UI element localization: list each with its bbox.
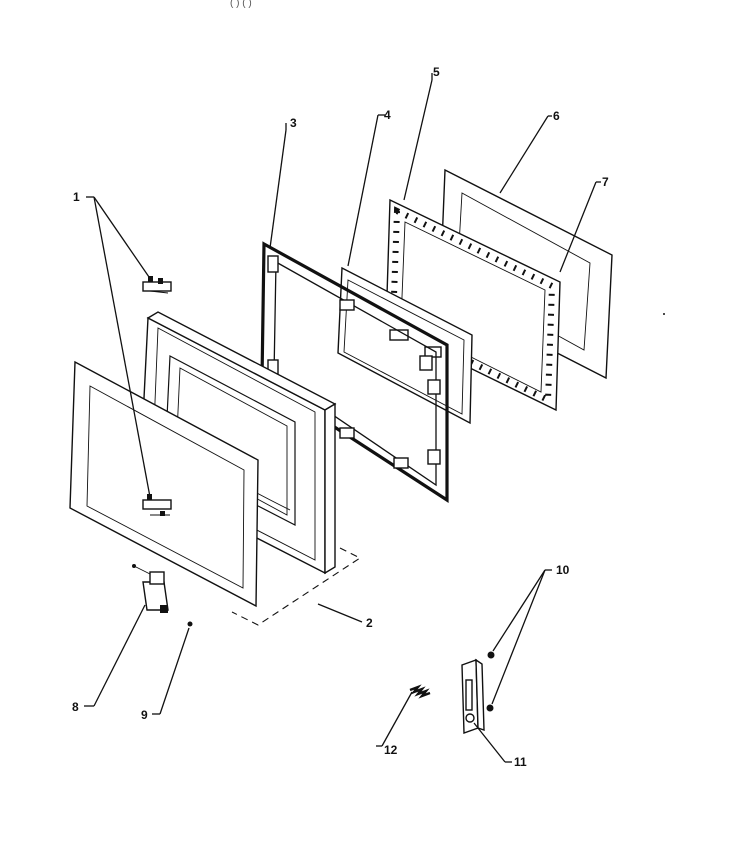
callout-9: 9 xyxy=(141,708,148,722)
main-door-panel xyxy=(139,311,337,575)
stray-mark xyxy=(663,313,665,315)
callout-12: 12 xyxy=(384,743,398,757)
callout-11: 11 xyxy=(514,755,527,769)
mesh-screen xyxy=(385,198,561,412)
callout-1: 1 xyxy=(73,190,80,204)
header-fragment: ( ) ( ) xyxy=(230,0,252,9)
leader-lines xyxy=(84,73,601,763)
door-latch xyxy=(132,564,169,613)
callout-7: 7 xyxy=(602,175,609,189)
hinge-upper xyxy=(142,276,172,294)
callout-3: 3 xyxy=(290,116,297,130)
door-frame xyxy=(260,241,449,503)
bracket-screws xyxy=(486,651,495,712)
latch-bracket xyxy=(461,658,485,734)
callout-5: 5 xyxy=(433,65,440,79)
screw xyxy=(187,621,193,627)
callout-4: 4 xyxy=(384,108,391,122)
spring xyxy=(409,684,431,699)
callout-10: 10 xyxy=(556,563,570,577)
panel-dashed-outline xyxy=(231,547,362,626)
callout-2: 2 xyxy=(366,616,373,630)
callout-8: 8 xyxy=(72,700,79,714)
front-glass-frame xyxy=(69,360,259,608)
callout-6-top: 6 xyxy=(553,109,560,123)
